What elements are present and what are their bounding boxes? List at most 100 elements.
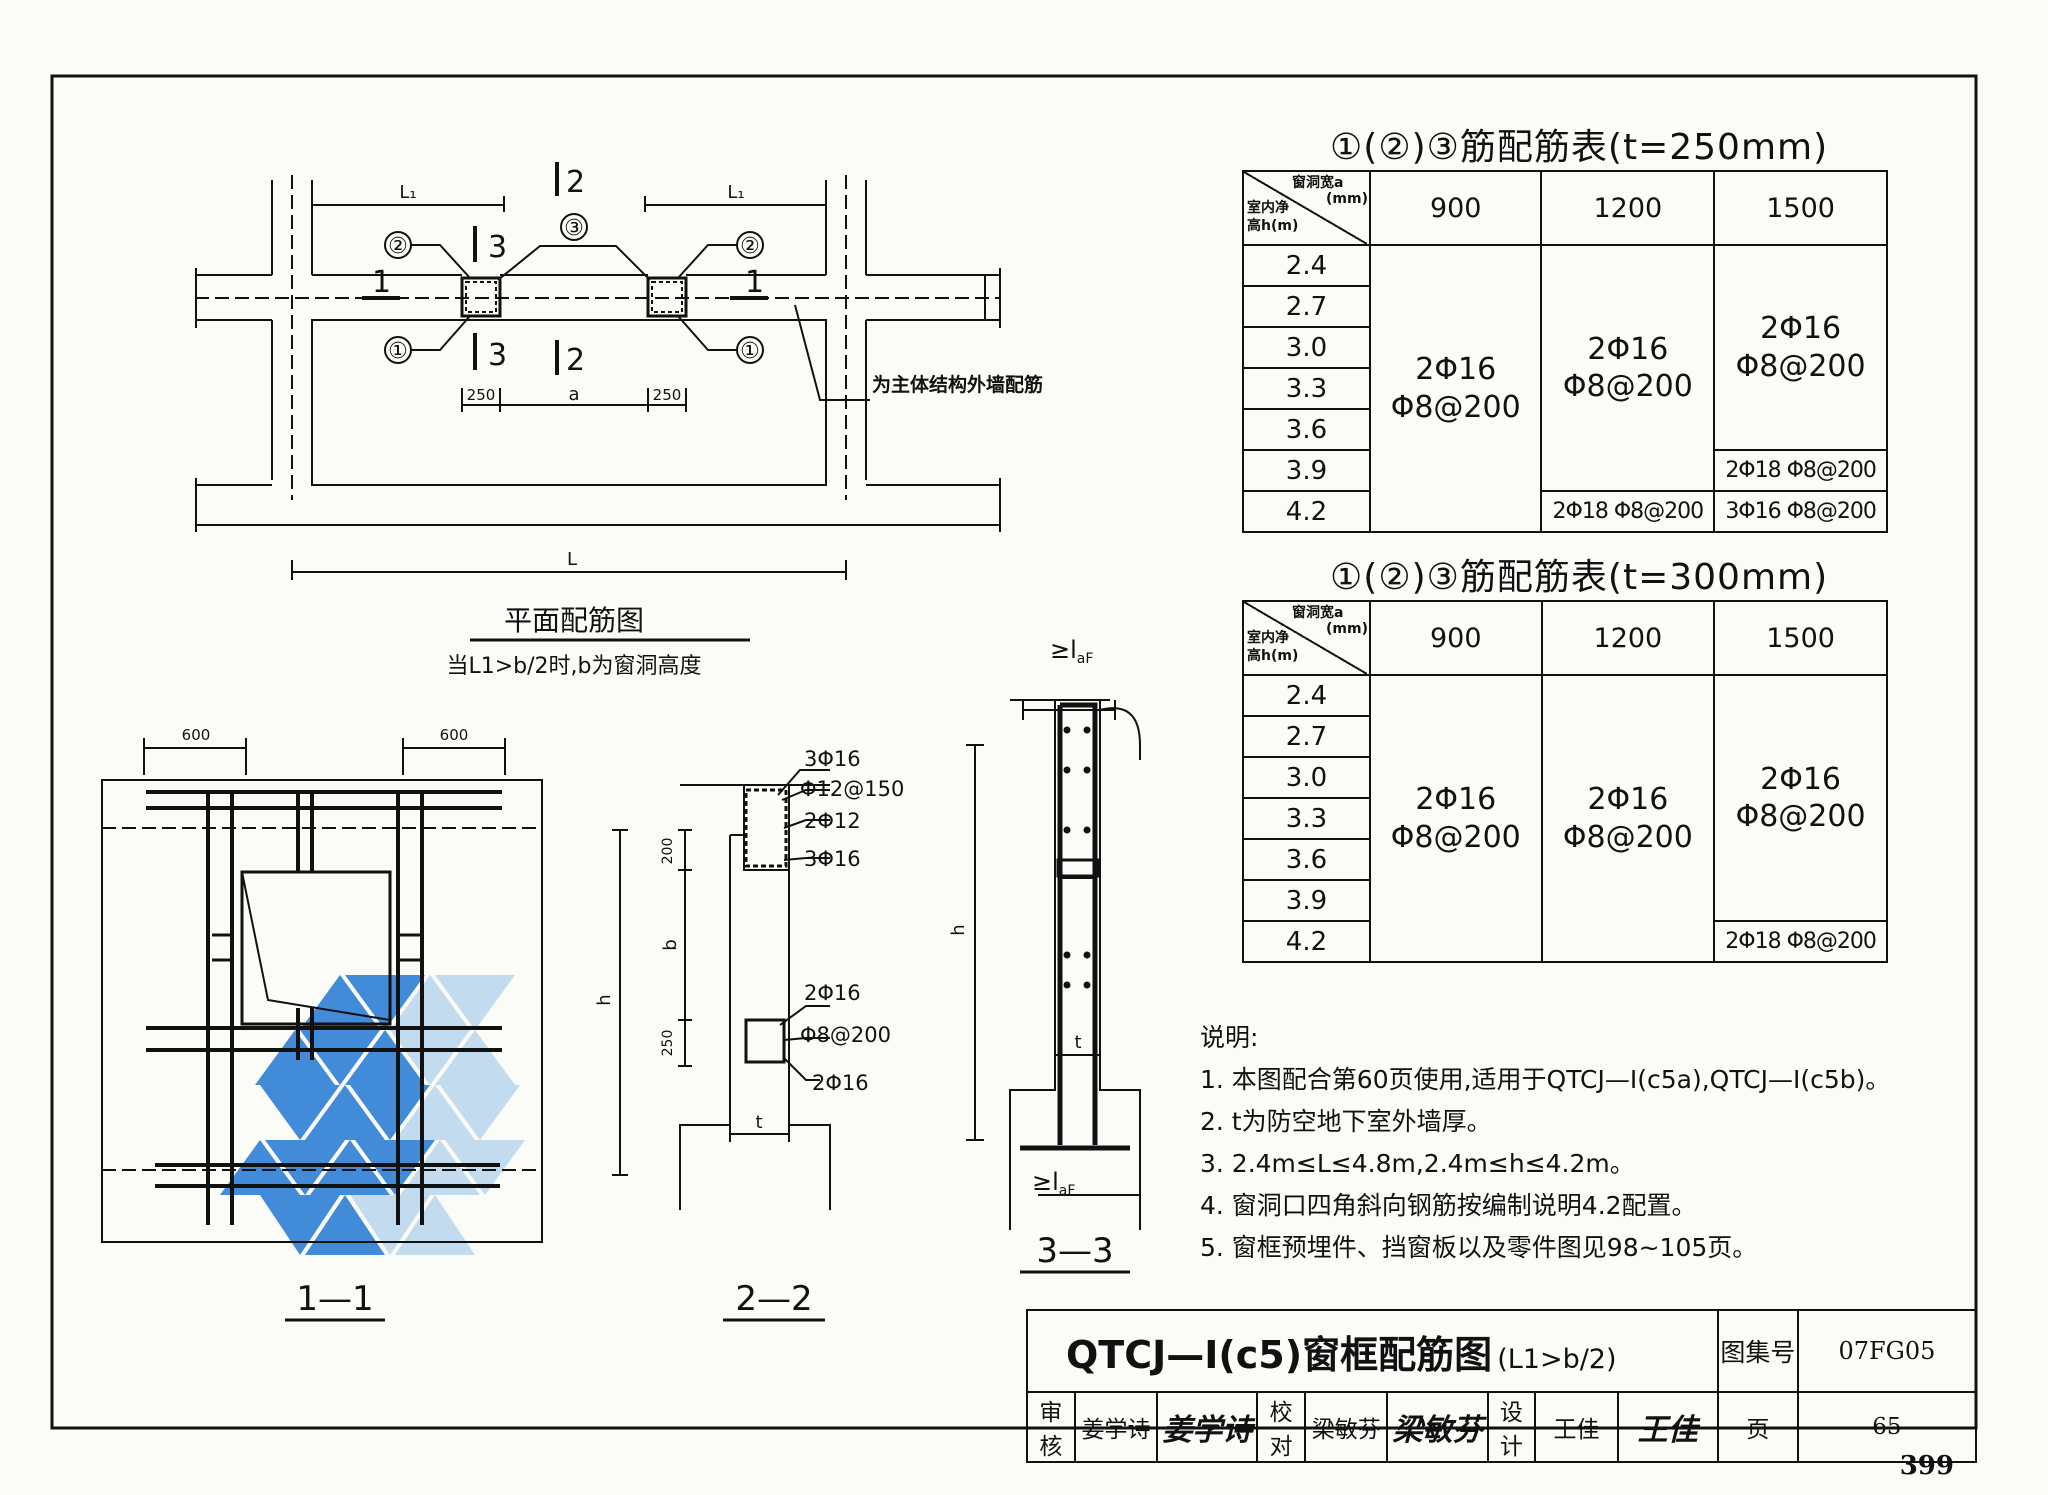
bar-3-label: ③ [564,216,584,241]
sheet-border [50,74,1978,1430]
row-height-3.3: 3.3 [1242,797,1371,840]
wall-rebar-note: 为主体结构外墙配筋 [872,373,1043,396]
cell-900-line1: 2Φ16 [1415,782,1497,817]
bar-1-label-right: ① [740,339,760,364]
cell-1200-line1: 2Φ16 [1587,331,1669,367]
table-2-title: ①(②)③筋配筋表(t=300mm) [1330,557,1829,598]
row-height-4.2: 4.2 [1242,490,1371,533]
drawing-title: QTCJ—I(c5)窗框配筋图 [1066,1332,1493,1377]
corner-unit-label: (mm) [1326,191,1367,207]
notes: 说明: 1. 本图配合第60页使用,适用于QTCJ—I(c5a),QTCJ—I(… [1200,1017,1890,1269]
cell-1500-line2: Φ8@200 [1735,348,1866,384]
review-label: 审核 [1026,1391,1076,1463]
sec22-dim-t: t [755,1112,762,1133]
check-signature: 梁敏芬 [1386,1391,1489,1463]
review-name: 姜学诗 [1073,1391,1159,1463]
sec22-stirrup-bot: Φ8@200 [800,1023,891,1047]
cell-1200-h42: 2Φ18 Φ8@200 [1540,490,1716,533]
atlas-label: 图集号 [1716,1309,1799,1393]
design-label: 设计 [1486,1391,1537,1463]
section-1-1-title: 1—1 [296,1279,373,1319]
row-height-3.6: 3.6 [1242,408,1371,451]
drawing-title-suffix: (L1>b/2) [1497,1343,1617,1375]
cell-1500-line2: Φ8@200 [1735,799,1866,834]
cell-1200-line2: Φ8@200 [1562,819,1693,855]
row-height-3.0: 3.0 [1242,326,1371,369]
bar-2-label-right: ② [740,234,760,259]
cell-1500-line1: 2Φ16 [1760,761,1842,797]
corner-height-label-2: 高h(m) [1247,218,1299,234]
corner-width-label: 窗洞宽a [1292,605,1344,621]
dim-L1-right: L₁ [727,182,744,203]
watermark-logo [220,975,525,1255]
corner-height-label-1: 室内净 [1247,200,1289,216]
row-height-4.2: 4.2 [1242,920,1371,963]
bar-1-label-left: ① [388,339,408,364]
plan-view [195,162,1001,642]
dim-L1-left: L₁ [399,182,416,203]
dim-600-right: 600 [440,726,469,744]
plan-labels: ② ① ② ① ③ 3 3 2 2 1 1 L₁ L₁ 250 250 a L … [372,165,1043,679]
sec33-dim-t: t [1074,1032,1081,1053]
row-height-2.7: 2.7 [1242,715,1371,758]
row-height-2.7: 2.7 [1242,285,1371,328]
cell-900-line2: Φ8@200 [1390,389,1521,425]
section-1-right: 1 [745,265,764,300]
note-item: 5. 窗框预埋件、挡窗板以及零件图见98~105页。 [1200,1233,1758,1262]
plan-subtitle: 当L1>b/2时,b为窗洞高度 [446,654,701,679]
row-height-2.4: 2.4 [1242,244,1371,287]
review-signature: 姜学诗 [1156,1391,1259,1463]
corner-width-label: 窗洞宽a [1292,175,1344,191]
sec22-dim-250: 250 [660,1030,676,1057]
atlas-number: 07FG05 [1796,1309,1978,1393]
table-corner: 窗洞宽a (mm) 室内净 高h(m) [1242,170,1371,246]
section-3-3-title: 3—3 [1036,1231,1113,1271]
table-1-title: ①(②)③筋配筋表(t=250mm) [1330,127,1829,168]
book-page-number: 399 [1899,1451,1954,1481]
col-header-1200: 1200 [1540,170,1716,246]
notes-heading: 说明: [1200,1023,1259,1052]
cell-1200-line1: 2Φ16 [1587,782,1669,817]
note-item: 1. 本图配合第60页使用,适用于QTCJ—I(c5a),QTCJ—I(c5b)… [1200,1065,1891,1094]
section-2-2-title: 2—2 [735,1279,812,1319]
sec22-bot-bar-top: 3Φ16 [804,847,861,871]
row-height-3.9: 3.9 [1242,879,1371,922]
check-label: 校对 [1256,1391,1307,1463]
cell-900-line1: 2Φ16 [1415,352,1497,387]
cell-900-line2: Φ8@200 [1390,819,1521,855]
section-3-3 [966,699,1141,1274]
section-2-2 [612,769,831,1322]
section-2-top: 2 [566,165,585,200]
col-header-900: 900 [1368,170,1543,246]
dim-600-left: 600 [182,726,211,744]
rebar-table-t300: 窗洞宽a (mm) 室内净 高h(m) 900 1200 1500 2.4 2Φ… [1242,600,1888,963]
corner-unit-label: (mm) [1326,621,1367,637]
design-signature: 王佳 [1616,1391,1719,1463]
row-height-3.0: 3.0 [1242,756,1371,799]
sec22-lower-bar: 2Φ16 [812,1071,869,1095]
section-1-left: 1 [372,265,391,300]
col-header-1200: 1200 [1540,600,1716,676]
bar-2-label-left: ② [388,234,408,259]
cell-1500-h42: 3Φ16 Φ8@200 [1713,490,1888,533]
cell-1500-h42: 2Φ18 Φ8@200 [1713,920,1888,963]
sec22-dim-200: 200 [660,838,676,865]
sec22-stirrup-top: Φ12@150 [800,777,904,801]
sec22-mid-bar: 2Φ12 [804,809,861,833]
col-header-1500: 1500 [1713,600,1888,676]
check-name: 梁敏芬 [1304,1391,1389,1463]
section-3-3-dots [1063,726,1091,989]
page-label: 页 [1716,1391,1799,1463]
cell-1500-line1: 2Φ16 [1760,311,1842,346]
design-name: 王佳 [1534,1391,1619,1463]
table-corner: 窗洞宽a (mm) 室内净 高h(m) [1242,600,1371,676]
sec33-anchor-top: ≥laF [1050,636,1093,667]
note-item: 4. 窗洞口四角斜向钢筋按编制说明4.2配置。 [1200,1191,1697,1220]
sec22-dim-b: b [660,939,681,950]
cell-1500-h39: 2Φ18 Φ8@200 [1713,449,1888,492]
section-2-bottom: 2 [566,343,585,378]
